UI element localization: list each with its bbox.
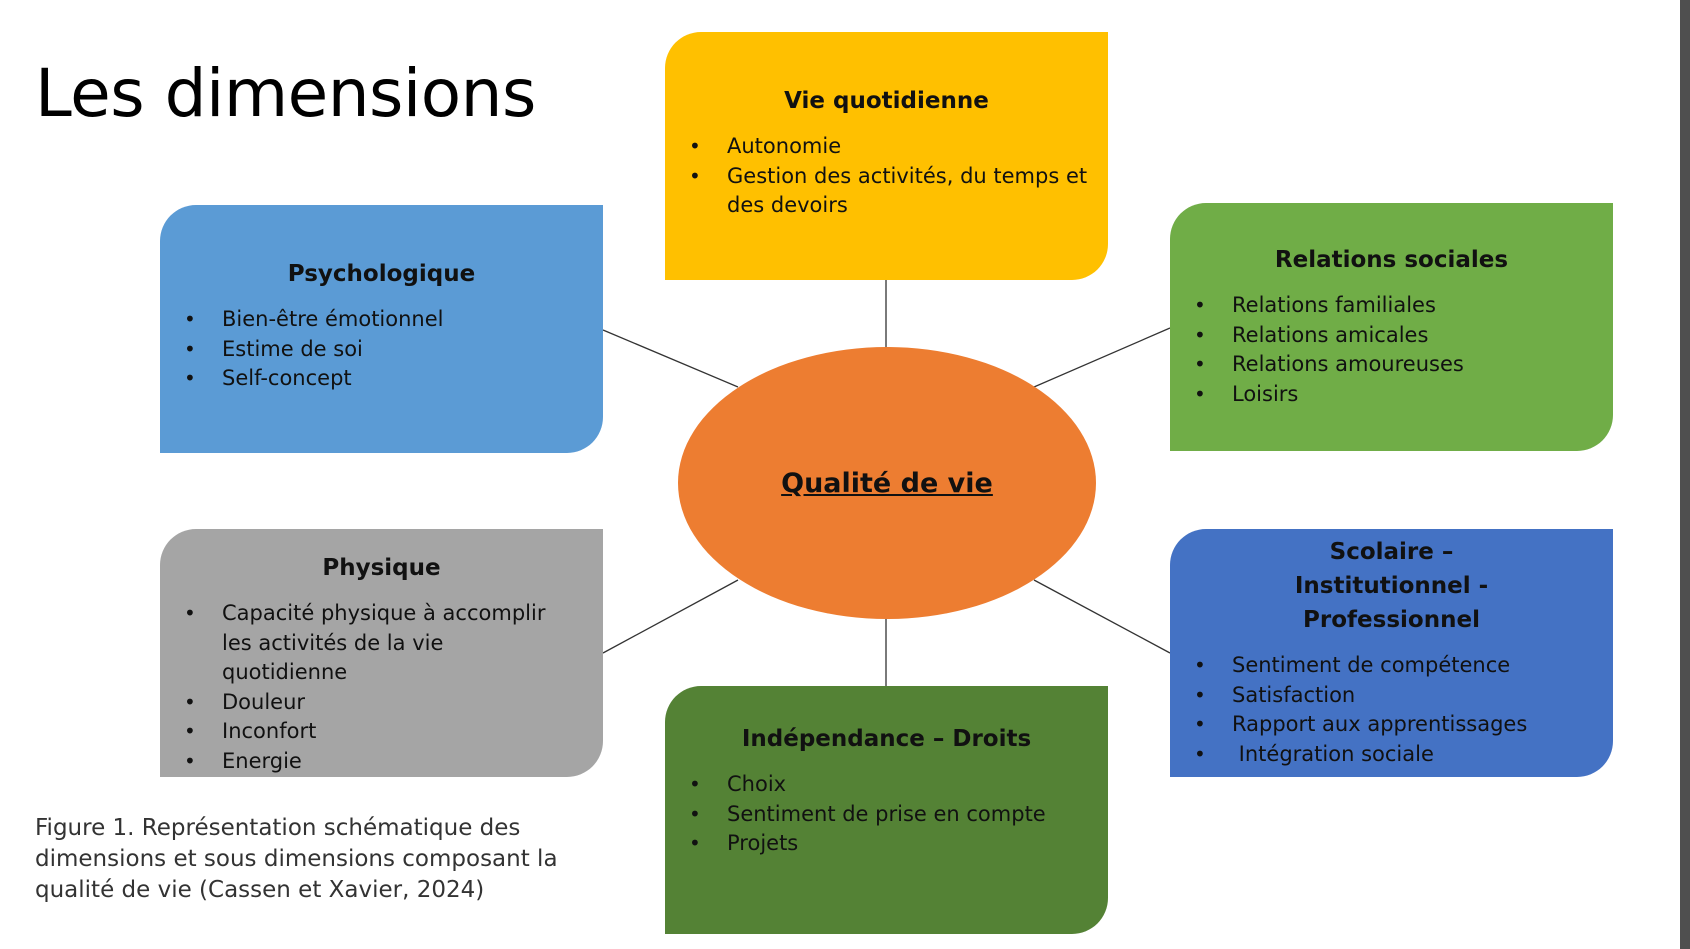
list-item: Relations familiales xyxy=(1170,291,1613,321)
list-item: Sentiment de compétence xyxy=(1170,651,1613,681)
list-item: Inconfort xyxy=(160,717,603,747)
list-item: Intégration sociale xyxy=(1170,740,1613,770)
list-item: Rapport aux apprentissages xyxy=(1170,710,1613,740)
list-item: Self-concept xyxy=(160,364,603,394)
item-list: Relations familiales Relations amicales … xyxy=(1170,291,1613,409)
node-scolaire-institutionnel-professionnel: Scolaire – Institutionnel - Professionne… xyxy=(1170,529,1613,777)
list-item: Gestion des activités, du temps et des d… xyxy=(665,162,1108,221)
connector-psychologique xyxy=(602,329,739,388)
figure-caption: Figure 1. Représentation schématique des… xyxy=(35,815,558,903)
connector-scolaire xyxy=(1033,579,1171,654)
node-relations-sociales: Relations sociales Relations familiales … xyxy=(1170,203,1613,451)
node-independance-droits: Indépendance – Droits Choix Sentiment de… xyxy=(665,686,1108,934)
window-edge xyxy=(1680,0,1690,949)
list-item: Estime de soi xyxy=(160,335,603,365)
node-title: Vie quotidienne xyxy=(784,88,989,114)
list-item: Sentiment de prise en compte xyxy=(665,800,1108,830)
node-title: Physique xyxy=(322,555,441,581)
list-item: Choix xyxy=(665,770,1108,800)
connector-physique xyxy=(602,579,739,654)
node-title: Relations sociales xyxy=(1274,247,1509,273)
item-list: Capacité physique à accomplir les activi… xyxy=(160,599,603,776)
node-title: Indépendance – Droits xyxy=(741,726,1032,752)
item-list: Bien-être émotionnel Estime de soi Self-… xyxy=(160,305,603,394)
node-title: Scolaire – Institutionnel - Professionne… xyxy=(1294,539,1489,633)
list-item: Capacité physique à accomplir les activi… xyxy=(160,599,603,688)
node-vie-quotidienne: Vie quotidienne Autonomie Gestion des ac… xyxy=(665,32,1108,280)
list-item: Bien-être émotionnel xyxy=(160,305,603,335)
node-psychologique: Psychologique Bien-être émotionnel Estim… xyxy=(160,205,603,453)
center-node-qualite-de-vie: Qualité de vie xyxy=(678,347,1096,619)
connector-relations-sociales xyxy=(1033,327,1171,388)
list-item: Loisirs xyxy=(1170,380,1613,410)
list-item: Energie xyxy=(160,747,603,777)
list-item: Autonomie xyxy=(665,132,1108,162)
list-item: Relations amoureuses xyxy=(1170,350,1613,380)
node-title: Psychologique xyxy=(287,261,476,287)
list-item: Douleur xyxy=(160,688,603,718)
item-list: Autonomie Gestion des activités, du temp… xyxy=(665,132,1108,221)
center-label: Qualité de vie xyxy=(781,467,993,499)
item-list: Choix Sentiment de prise en compte Proje… xyxy=(665,770,1108,859)
item-list: Sentiment de compétence Satisfaction Rap… xyxy=(1170,651,1613,769)
list-item: Satisfaction xyxy=(1170,681,1613,711)
page-title: Les dimensions xyxy=(35,55,536,132)
node-physique: Physique Capacité physique à accomplir l… xyxy=(160,529,603,777)
list-item: Projets xyxy=(665,829,1108,859)
list-item: Relations amicales xyxy=(1170,321,1613,351)
